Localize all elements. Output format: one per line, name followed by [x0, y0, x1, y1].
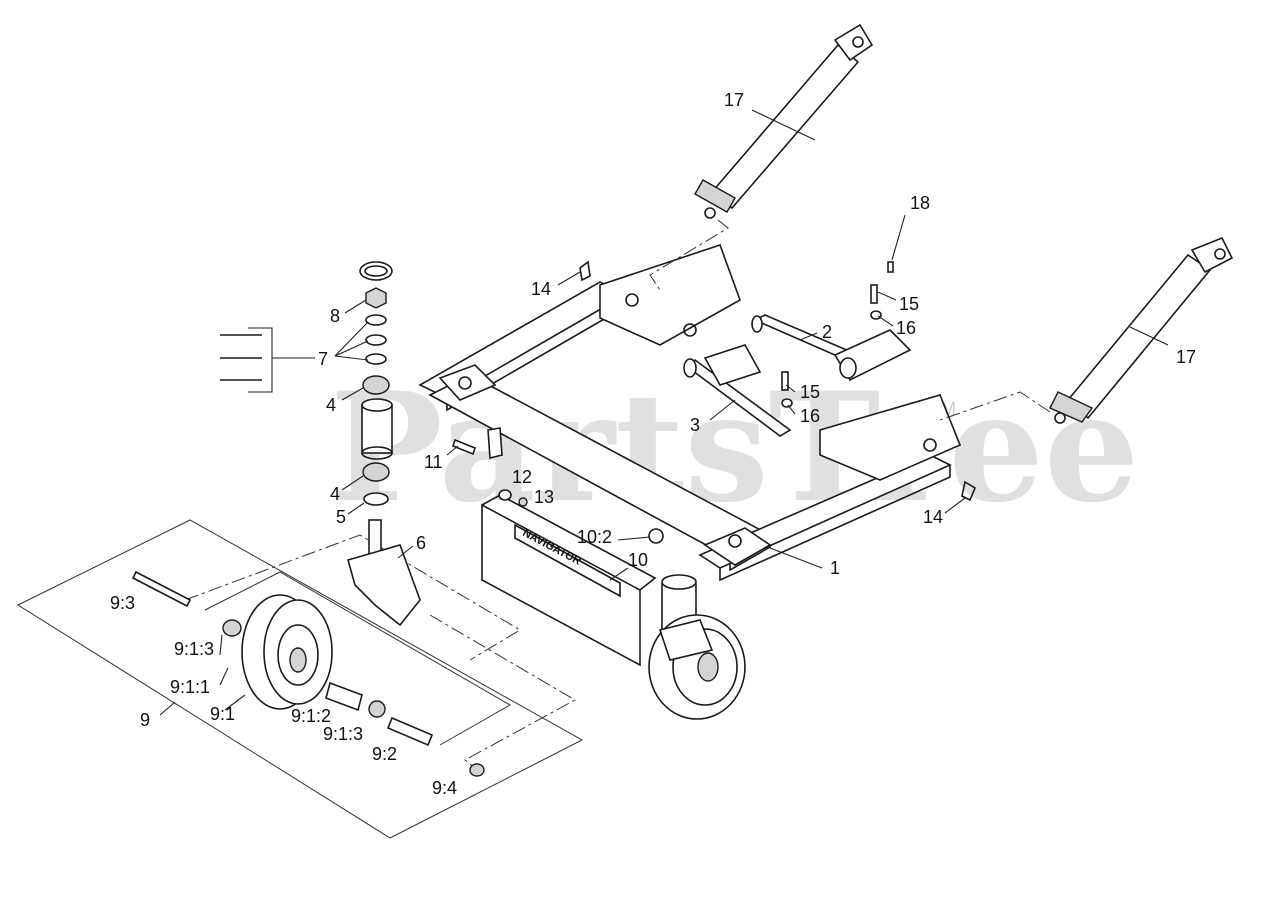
axis-line-wheel: [184, 534, 521, 661]
caster-fork[interactable]: [347, 519, 421, 627]
shim-set: [220, 327, 273, 393]
callout-9-2: 9:2: [372, 744, 397, 764]
callout-9-1-2: 9:1:2: [291, 706, 331, 726]
callout-9-4: 9:4: [432, 778, 457, 798]
callout-8: 8: [330, 306, 340, 326]
pin-15b[interactable]: [781, 371, 789, 391]
grease-fitting-18[interactable]: [887, 261, 894, 273]
callout-7: 7: [318, 349, 328, 369]
callout-9-3: 9:3: [110, 593, 135, 613]
frame[interactable]: [418, 243, 962, 641]
axis-line-cylinder-top: [649, 219, 729, 291]
bearing-4-top[interactable]: [362, 375, 390, 395]
pin-15a[interactable]: [870, 284, 878, 304]
clip-14b[interactable]: [961, 480, 977, 502]
callout-10: 10: [628, 550, 648, 570]
assembly-box-9-1: [204, 571, 512, 746]
axle-9-2[interactable]: [386, 716, 434, 747]
callout-14-right: 14: [923, 507, 943, 527]
callout-3: 3: [690, 415, 700, 435]
callout-12: 12: [512, 467, 532, 487]
washer-12[interactable]: [498, 489, 512, 501]
callout-18: 18: [910, 193, 930, 213]
spacer-9-1-3a[interactable]: [222, 619, 242, 637]
callout-15-upper: 15: [899, 294, 919, 314]
washer-16a[interactable]: [870, 310, 882, 320]
bearing-4-bottom[interactable]: [362, 462, 390, 482]
callout-labels: 17 17 18 15 16 2 15 16 3 14 14 1 10 10:2…: [110, 90, 1196, 798]
callout-9-1-1: 9:1:1: [170, 677, 210, 697]
callout-9-1-3-left: 9:1:3: [174, 639, 214, 659]
axis-line-cylinder-right: [939, 391, 1051, 421]
front-plate[interactable]: NAVIGATOR: [481, 494, 664, 667]
sleeve-9-1-2[interactable]: [325, 681, 363, 712]
clip-14a[interactable]: [579, 260, 591, 282]
callout-5: 5: [336, 507, 346, 527]
callout-9-1-3-right: 9:1:3: [323, 724, 363, 744]
callout-2: 2: [822, 322, 832, 342]
callout-6: 6: [416, 533, 426, 553]
callout-14-left: 14: [531, 279, 551, 299]
callout-13: 13: [534, 487, 554, 507]
bracket-11[interactable]: [487, 427, 503, 460]
washer-7a[interactable]: [365, 314, 387, 326]
callout-15-lower: 15: [800, 382, 820, 402]
pivot-tube-3[interactable]: [683, 344, 792, 437]
dust-cap[interactable]: [359, 261, 393, 281]
washer-16b[interactable]: [781, 398, 793, 408]
nut-13[interactable]: [518, 497, 528, 507]
pivot-tube-2[interactable]: [751, 314, 912, 382]
bolt-11[interactable]: [452, 438, 476, 456]
spindle-housing[interactable]: [361, 398, 393, 460]
callout-16-lower: 16: [800, 406, 820, 426]
axis-line-bolt: [429, 614, 577, 769]
callout-10-2: 10:2: [577, 527, 612, 547]
bolt-9-3[interactable]: [131, 570, 192, 608]
callout-9: 9: [140, 710, 150, 730]
washer-7c[interactable]: [365, 353, 387, 365]
wheel-assembly[interactable]: [241, 594, 333, 710]
assembly-box-9: [16, 519, 584, 839]
washer-7b[interactable]: [365, 334, 387, 346]
callout-4-lower: 4: [330, 484, 340, 504]
nut-9-4[interactable]: [469, 763, 485, 777]
brand-plate: [514, 523, 621, 598]
leader-lines: [159, 109, 1169, 716]
right-caster-wheel[interactable]: [648, 614, 746, 720]
nut-8[interactable]: [365, 287, 387, 309]
hydraulic-cylinder-top[interactable]: [694, 23, 874, 219]
callout-16-upper: 16: [896, 318, 916, 338]
seal-5[interactable]: [363, 492, 389, 506]
callout-11: 11: [424, 452, 443, 472]
hydraulic-cylinder-right[interactable]: [1049, 236, 1234, 424]
callout-1: 1: [830, 558, 840, 578]
callout-9-1: 9:1: [210, 704, 235, 724]
callout-17-top: 17: [724, 90, 744, 110]
callout-17-right: 17: [1176, 347, 1196, 367]
spacer-9-1-3b[interactable]: [368, 700, 386, 718]
callout-4-upper: 4: [326, 395, 336, 415]
plate-bracket-10-2: [648, 528, 664, 544]
